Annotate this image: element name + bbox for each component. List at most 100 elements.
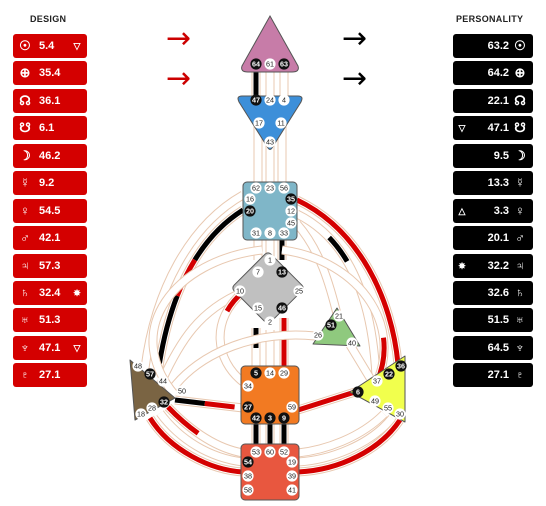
planet-icon: ♅ bbox=[20, 312, 30, 328]
gate-24 bbox=[264, 94, 276, 106]
channel-32-27-active bbox=[174, 397, 244, 411]
planet-icon: ⊕ bbox=[514, 65, 526, 81]
status-mark-icon: ✸ bbox=[73, 287, 81, 298]
gate-16 bbox=[244, 193, 256, 205]
planet-icon: ♆ bbox=[20, 339, 30, 355]
gate-52 bbox=[278, 446, 290, 458]
gate-label: 18 bbox=[137, 410, 145, 419]
gate-label: 23 bbox=[266, 184, 274, 193]
personality-row[interactable]: ⊕64.2 bbox=[453, 61, 533, 86]
gate-label: 47 bbox=[252, 96, 260, 105]
personality-row[interactable]: ☽9.5 bbox=[453, 143, 533, 168]
gate-59 bbox=[286, 401, 298, 413]
gate-20 bbox=[244, 205, 256, 217]
design-row[interactable]: ☿9.2 bbox=[13, 171, 87, 196]
gate-label: 4 bbox=[282, 96, 286, 105]
gate-line-value: 51.5 bbox=[487, 314, 509, 327]
design-row[interactable]: ♅ 51.3 bbox=[13, 308, 87, 333]
design-row[interactable]: ♀54.5 bbox=[13, 198, 87, 223]
personality-row[interactable]: ♃32.2✸ bbox=[453, 253, 533, 278]
gate-line-value: 27.1 bbox=[39, 369, 61, 382]
personality-row[interactable]: ♂20.1 bbox=[453, 226, 533, 251]
planet-icon: ☽ bbox=[19, 147, 31, 163]
design-row[interactable]: ☊36.1 bbox=[13, 88, 87, 113]
gate-63 bbox=[278, 58, 290, 70]
personality-row[interactable]: ♅51.5 bbox=[453, 308, 533, 333]
gate-42 bbox=[250, 412, 262, 424]
gate-47 bbox=[250, 94, 262, 106]
gate-label: 19 bbox=[288, 458, 296, 467]
gate-line-value: 13.3 bbox=[487, 177, 509, 190]
personality-row[interactable]: ♄32.6 bbox=[453, 280, 533, 305]
planet-icon: ♄ bbox=[20, 284, 30, 300]
gate-label: 32 bbox=[160, 398, 168, 407]
design-planet-list: ☉5.4▽⊕35.4☊36.1☋6.1☽46.2☿9.2♀54.5♂42.1♃5… bbox=[13, 34, 87, 391]
gate-line-value: 47.1 bbox=[487, 122, 509, 135]
gate-line-value: 51.3 bbox=[39, 314, 61, 327]
design-row[interactable]: ☽46.2 bbox=[13, 143, 87, 168]
gate-line-value: 35.4 bbox=[39, 67, 61, 80]
gate-line-value: 5.4 bbox=[39, 40, 55, 52]
gate-43 bbox=[264, 136, 276, 148]
gate-11 bbox=[275, 117, 287, 129]
personality-row[interactable]: ♆64.5 bbox=[453, 335, 533, 360]
sacral-center bbox=[240, 365, 300, 425]
planet-icon: ☉ bbox=[19, 38, 31, 53]
personality-row[interactable]: ☋47.1▽ bbox=[453, 116, 533, 141]
design-row[interactable]: ♇27.1 bbox=[13, 363, 87, 388]
planet-icon: ☿ bbox=[515, 175, 525, 191]
gate-25 bbox=[293, 285, 305, 297]
planet-icon: ☋ bbox=[19, 120, 31, 136]
gate-62 bbox=[250, 182, 262, 194]
design-row[interactable]: ♂ 42.1 bbox=[13, 226, 87, 251]
gate-label: 37 bbox=[373, 377, 381, 386]
gate-40 bbox=[346, 337, 358, 349]
gate-27 bbox=[242, 401, 254, 413]
gate-line-value: 64.5 bbox=[487, 341, 509, 354]
design-row[interactable]: ⊕35.4 bbox=[13, 61, 87, 86]
gate-label: 41 bbox=[288, 486, 296, 495]
gate-7 bbox=[252, 266, 264, 278]
gate-label: 6 bbox=[356, 388, 360, 397]
gate-30 bbox=[394, 408, 406, 420]
gate-label: 61 bbox=[266, 60, 274, 69]
gate-10 bbox=[234, 285, 246, 297]
design-row[interactable]: ☋6.1 bbox=[13, 116, 87, 141]
gate-54 bbox=[242, 456, 254, 468]
gate-label: 36 bbox=[397, 362, 405, 371]
gate-label: 1 bbox=[268, 256, 272, 265]
gate-15 bbox=[252, 302, 264, 314]
personality-row[interactable]: ♀3.3△ bbox=[453, 198, 533, 223]
gate-31 bbox=[250, 227, 262, 239]
head-center bbox=[241, 14, 299, 73]
personality-row[interactable]: ☉63.2 bbox=[453, 34, 533, 58]
planet-icon: ♂ bbox=[20, 230, 30, 246]
gate-21 bbox=[333, 310, 345, 322]
gate-label: 27 bbox=[244, 403, 252, 412]
gate-51 bbox=[325, 319, 337, 331]
design-row[interactable]: ☉5.4▽ bbox=[13, 34, 87, 58]
gate-46 bbox=[276, 302, 288, 314]
gate-8 bbox=[264, 227, 276, 239]
personality-row[interactable]: ☿ 13.3 bbox=[453, 171, 533, 196]
gate-label: 52 bbox=[280, 448, 288, 457]
gate-14 bbox=[264, 367, 276, 379]
personality-title: PERSONALITY bbox=[456, 14, 524, 24]
gate-2 bbox=[264, 316, 276, 328]
gate-line-value: 42.1 bbox=[39, 232, 61, 245]
design-row[interactable]: ♆47.1▽ bbox=[13, 335, 87, 360]
planet-icon: ♀ bbox=[20, 202, 30, 218]
gate-label: 13 bbox=[278, 268, 286, 277]
gate-label: 31 bbox=[252, 229, 260, 238]
gate-label: 42 bbox=[252, 414, 260, 423]
centers bbox=[129, 14, 406, 501]
design-row[interactable]: ♄32.4✸ bbox=[13, 280, 87, 305]
gate-19 bbox=[286, 456, 298, 468]
gate-label: 33 bbox=[280, 229, 288, 238]
channel-32-27-active bbox=[174, 397, 244, 411]
personality-row[interactable]: ☊22.1 bbox=[453, 88, 533, 113]
gate-36 bbox=[395, 360, 407, 372]
personality-row[interactable]: ♇27.1 bbox=[453, 363, 533, 388]
gate-label: 62 bbox=[252, 184, 260, 193]
design-row[interactable]: ♃57.3 bbox=[13, 253, 87, 278]
